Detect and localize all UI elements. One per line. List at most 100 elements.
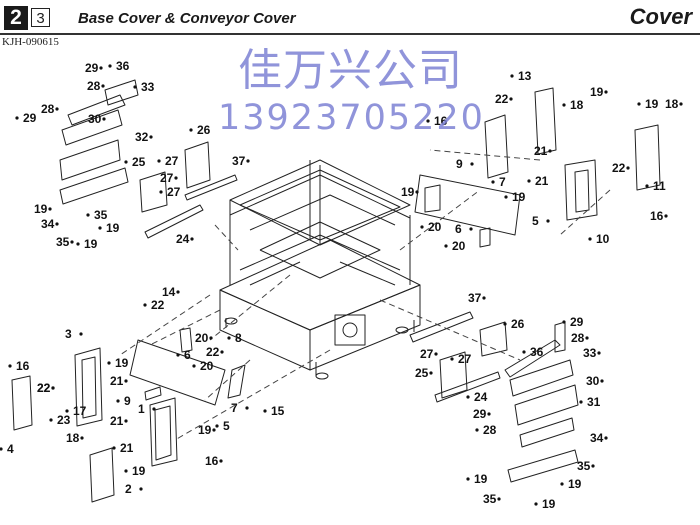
part-callout-21: 21 bbox=[110, 374, 124, 388]
part-callout-27: 27 bbox=[165, 154, 179, 168]
part-callout-18: 18 bbox=[665, 97, 679, 111]
part-callout-15: 15 bbox=[271, 404, 285, 418]
callout-dot bbox=[215, 424, 219, 428]
assembly-leader-lines bbox=[119, 149, 611, 441]
part-callout-19: 19 bbox=[198, 423, 212, 437]
callout-dot bbox=[504, 195, 508, 199]
part-callout-19: 19 bbox=[474, 472, 488, 486]
callout-dot bbox=[600, 379, 604, 383]
callout-dot bbox=[48, 207, 52, 211]
part-callout-34: 34 bbox=[41, 217, 55, 231]
part-callout-19: 19 bbox=[590, 85, 604, 99]
part-callout-36: 36 bbox=[530, 345, 544, 359]
part-callout-30: 30 bbox=[586, 374, 600, 388]
callout-dot bbox=[124, 160, 128, 164]
callout-dot bbox=[246, 159, 250, 163]
callout-dot bbox=[192, 364, 196, 368]
part-callout-5: 5 bbox=[223, 419, 230, 433]
callout-dot bbox=[263, 409, 267, 413]
part-callout-4: 4 bbox=[7, 442, 14, 456]
part-callout-27: 27 bbox=[458, 352, 472, 366]
rear-left-cover-panels bbox=[59, 79, 238, 239]
part-callout-19: 19 bbox=[645, 97, 659, 111]
part-callout-21: 21 bbox=[120, 441, 134, 455]
callout-dot bbox=[15, 116, 19, 120]
callout-dot bbox=[420, 225, 424, 229]
callout-dot bbox=[429, 371, 433, 375]
callout-dot bbox=[152, 407, 156, 411]
part-callout-19: 19 bbox=[84, 237, 98, 251]
part-callout-18: 18 bbox=[66, 431, 80, 445]
callout-dot bbox=[591, 464, 595, 468]
part-callout-9: 9 bbox=[456, 157, 463, 171]
callout-dot bbox=[597, 351, 601, 355]
callout-dot bbox=[491, 180, 495, 184]
callout-dot bbox=[116, 399, 120, 403]
callout-dot bbox=[637, 102, 641, 106]
header-rule bbox=[0, 33, 700, 35]
part-callout-19: 19 bbox=[512, 190, 526, 204]
callout-dot bbox=[101, 84, 105, 88]
callout-dot bbox=[108, 64, 112, 68]
part-callout-28: 28 bbox=[41, 102, 55, 116]
callout-dot bbox=[49, 418, 53, 422]
callout-dot bbox=[415, 190, 419, 194]
part-callout-22: 22 bbox=[612, 161, 626, 175]
part-callout-22: 22 bbox=[37, 381, 51, 395]
callout-dot bbox=[65, 409, 69, 413]
callout-dot bbox=[189, 128, 193, 132]
callout-dot bbox=[174, 176, 178, 180]
callout-dot bbox=[124, 469, 128, 473]
callout-dot bbox=[664, 214, 668, 218]
callout-dot bbox=[51, 386, 55, 390]
part-callout-35: 35 bbox=[94, 208, 108, 222]
callout-dot bbox=[548, 149, 552, 153]
callout-dot bbox=[8, 364, 12, 368]
callout-dot bbox=[645, 184, 649, 188]
part-callout-27: 27 bbox=[160, 171, 174, 185]
part-callout-6: 6 bbox=[455, 222, 462, 236]
callout-dot bbox=[227, 336, 231, 340]
callout-dot bbox=[450, 357, 454, 361]
callout-dot bbox=[139, 487, 143, 491]
part-callout-22: 22 bbox=[37, 381, 51, 395]
part-callout-19: 19 bbox=[115, 356, 129, 370]
callout-dot bbox=[159, 190, 163, 194]
part-callout-20: 20 bbox=[428, 220, 442, 234]
callout-dot bbox=[157, 159, 161, 163]
sub-number-box: 3 bbox=[31, 8, 50, 27]
callout-dot bbox=[149, 135, 153, 139]
callout-dot bbox=[487, 412, 491, 416]
callout-dot bbox=[219, 459, 223, 463]
part-callout-35: 35 bbox=[577, 459, 591, 473]
part-callout-37: 37 bbox=[468, 291, 482, 305]
part-callout-25: 25 bbox=[415, 366, 429, 380]
callout-dot bbox=[133, 85, 137, 89]
part-callout-21: 21 bbox=[535, 174, 549, 188]
part-callout-26: 26 bbox=[197, 123, 211, 137]
part-callout-31: 31 bbox=[587, 395, 601, 409]
part-callout-27: 27 bbox=[167, 185, 181, 199]
part-callout-29: 29 bbox=[473, 407, 487, 421]
part-callout-9: 9 bbox=[124, 394, 131, 408]
callout-dot bbox=[509, 97, 513, 101]
callout-dot bbox=[99, 66, 103, 70]
part-callout-20: 20 bbox=[452, 239, 466, 253]
part-callout-24: 24 bbox=[474, 390, 488, 404]
callout-dot bbox=[579, 400, 583, 404]
part-callout-6: 6 bbox=[184, 348, 191, 362]
part-callout-34: 34 bbox=[590, 431, 604, 445]
part-callout-29: 29 bbox=[570, 315, 584, 329]
part-callout-33: 33 bbox=[141, 80, 155, 94]
callout-dot bbox=[497, 497, 501, 501]
callout-dot bbox=[70, 240, 74, 244]
callout-dot bbox=[190, 237, 194, 241]
part-callout-19: 19 bbox=[34, 202, 48, 216]
callout-dot bbox=[98, 226, 102, 230]
part-callout-2: 2 bbox=[125, 482, 132, 496]
part-callout-5: 5 bbox=[532, 214, 539, 228]
document-code: KJH-090615 bbox=[2, 36, 59, 48]
callout-dot bbox=[209, 336, 213, 340]
callout-dot bbox=[585, 336, 589, 340]
callout-dot bbox=[562, 103, 566, 107]
